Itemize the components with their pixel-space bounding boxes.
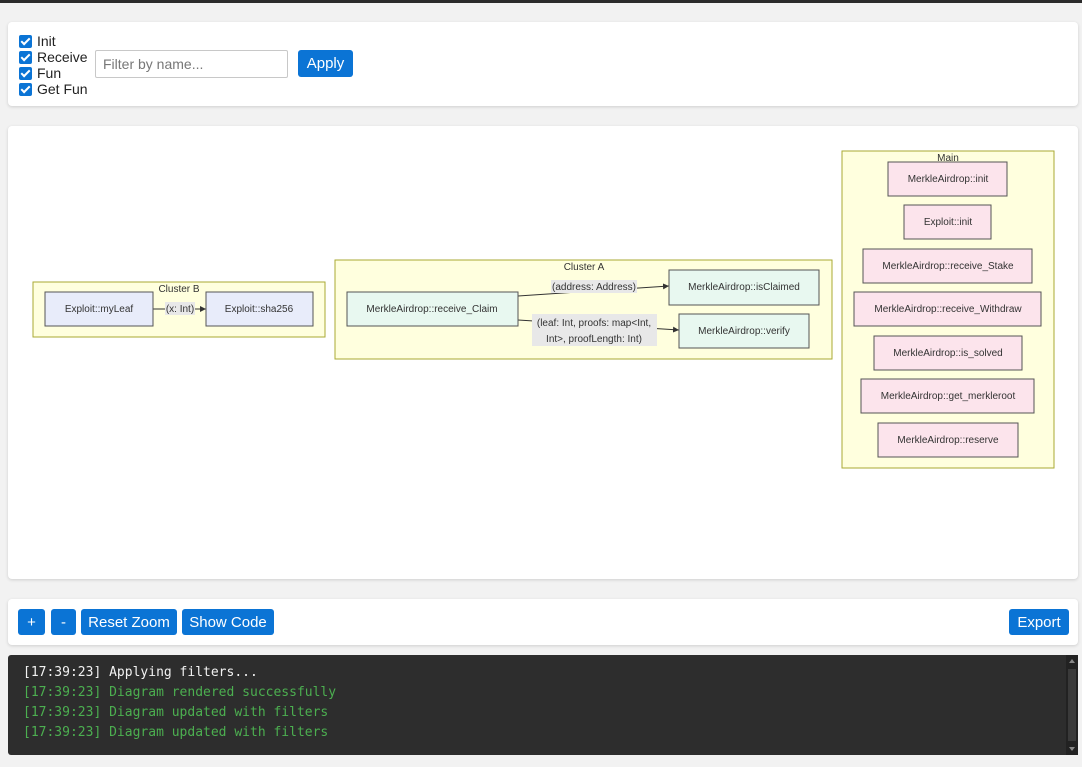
get-fun-checkbox[interactable]: [19, 83, 32, 96]
edge-claim-verify: (leaf: Int, proofs: map<Int, Int>, proof…: [518, 314, 679, 346]
node-label: MerkleAirdrop::reserve: [897, 435, 999, 446]
init-checkbox[interactable]: [19, 35, 32, 48]
node-is-claimed[interactable]: MerkleAirdrop::isClaimed: [669, 270, 819, 305]
node-label: Exploit::init: [924, 217, 973, 228]
log-time: [17:39:23]: [23, 725, 101, 740]
scrollbar-thumb[interactable]: [1068, 669, 1076, 741]
export-button[interactable]: Export: [1009, 609, 1069, 635]
fun-checkbox-label: Fun: [37, 65, 61, 81]
filter-get-fun[interactable]: Get Fun: [19, 81, 88, 97]
window-top-bar: [0, 0, 1082, 3]
edge-label-address: (address: Address): [552, 282, 636, 293]
filter-receive[interactable]: Receive: [19, 49, 88, 65]
reset-zoom-button[interactable]: Reset Zoom: [81, 609, 177, 635]
log-line: [17:39:23] Diagram updated with filters: [23, 703, 1063, 723]
node-label: MerkleAirdrop::get_merkleroot: [881, 391, 1016, 402]
log-time: [17:39:23]: [23, 685, 101, 700]
node-exploit-init[interactable]: Exploit::init: [904, 205, 991, 239]
node-label: MerkleAirdrop::isClaimed: [688, 282, 800, 293]
node-is-solved[interactable]: MerkleAirdrop::is_solved: [874, 336, 1022, 370]
cluster-a-title: Cluster A: [564, 262, 605, 273]
edge-label-verify-line2: Int>, proofLength: Int): [546, 334, 642, 345]
edge-label-x-int: (x: Int): [166, 304, 194, 315]
node-reserve[interactable]: MerkleAirdrop::reserve: [878, 423, 1018, 457]
name-filter-input[interactable]: [95, 50, 288, 78]
node-exploit-myleaf[interactable]: Exploit::myLeaf: [45, 292, 153, 326]
log-message: Applying filters...: [109, 665, 258, 680]
fun-checkbox[interactable]: [19, 67, 32, 80]
filter-panel: Init Receive Fun Get Fun Apply: [8, 22, 1078, 106]
node-verify[interactable]: MerkleAirdrop::verify: [679, 314, 809, 348]
node-label: MerkleAirdrop::is_solved: [893, 348, 1003, 359]
diagram-canvas[interactable]: Cluster B Cluster A Main (x: Int) (addre…: [8, 126, 1078, 579]
log-console[interactable]: [17:39:23] Applying filters... [17:39:23…: [8, 655, 1078, 755]
type-filter-checkboxes: Init Receive Fun Get Fun: [19, 33, 88, 97]
log-time: [17:39:23]: [23, 665, 101, 680]
node-receive-claim[interactable]: MerkleAirdrop::receive_Claim: [347, 292, 518, 326]
node-label: Exploit::sha256: [225, 304, 294, 315]
cluster-b-title: Cluster B: [158, 284, 199, 295]
receive-checkbox-label: Receive: [37, 49, 88, 65]
init-checkbox-label: Init: [37, 33, 56, 49]
log-line: [17:39:23] Diagram updated with filters: [23, 723, 1063, 743]
zoom-out-button[interactable]: -: [51, 609, 76, 635]
node-receive-withdraw[interactable]: MerkleAirdrop::receive_Withdraw: [854, 292, 1041, 326]
diagram-panel[interactable]: Cluster B Cluster A Main (x: Int) (addre…: [8, 126, 1078, 579]
node-ma-init[interactable]: MerkleAirdrop::init: [888, 162, 1007, 196]
control-panel: + - Reset Zoom Show Code Export: [8, 599, 1078, 645]
filter-init[interactable]: Init: [19, 33, 88, 49]
log-message: Diagram rendered successfully: [109, 685, 336, 700]
log-line: [17:39:23] Diagram rendered successfully: [23, 683, 1063, 703]
log-message: Diagram updated with filters: [109, 725, 328, 740]
zoom-in-button[interactable]: +: [18, 609, 45, 635]
node-label: MerkleAirdrop::verify: [698, 326, 790, 337]
node-label: Exploit::myLeaf: [65, 304, 134, 315]
show-code-button[interactable]: Show Code: [182, 609, 274, 635]
log-time: [17:39:23]: [23, 705, 101, 720]
node-receive-stake[interactable]: MerkleAirdrop::receive_Stake: [863, 249, 1032, 283]
node-get-merkleroot[interactable]: MerkleAirdrop::get_merkleroot: [861, 379, 1034, 413]
log-scrollbar[interactable]: [1066, 655, 1078, 755]
node-label: MerkleAirdrop::receive_Claim: [366, 304, 497, 315]
node-label: MerkleAirdrop::receive_Withdraw: [874, 304, 1022, 315]
log-message: Diagram updated with filters: [109, 705, 328, 720]
node-label: MerkleAirdrop::init: [908, 174, 989, 185]
scroll-down-icon[interactable]: [1069, 747, 1075, 751]
node-exploit-sha256[interactable]: Exploit::sha256: [206, 292, 313, 326]
node-label: MerkleAirdrop::receive_Stake: [882, 261, 1014, 272]
edge-label-verify-line1: (leaf: Int, proofs: map<Int,: [537, 318, 651, 329]
filter-fun[interactable]: Fun: [19, 65, 88, 81]
log-line: [17:39:23] Applying filters...: [23, 663, 1063, 683]
receive-checkbox[interactable]: [19, 51, 32, 64]
get-fun-checkbox-label: Get Fun: [37, 81, 88, 97]
scroll-up-icon[interactable]: [1069, 659, 1075, 663]
apply-button[interactable]: Apply: [298, 50, 353, 77]
